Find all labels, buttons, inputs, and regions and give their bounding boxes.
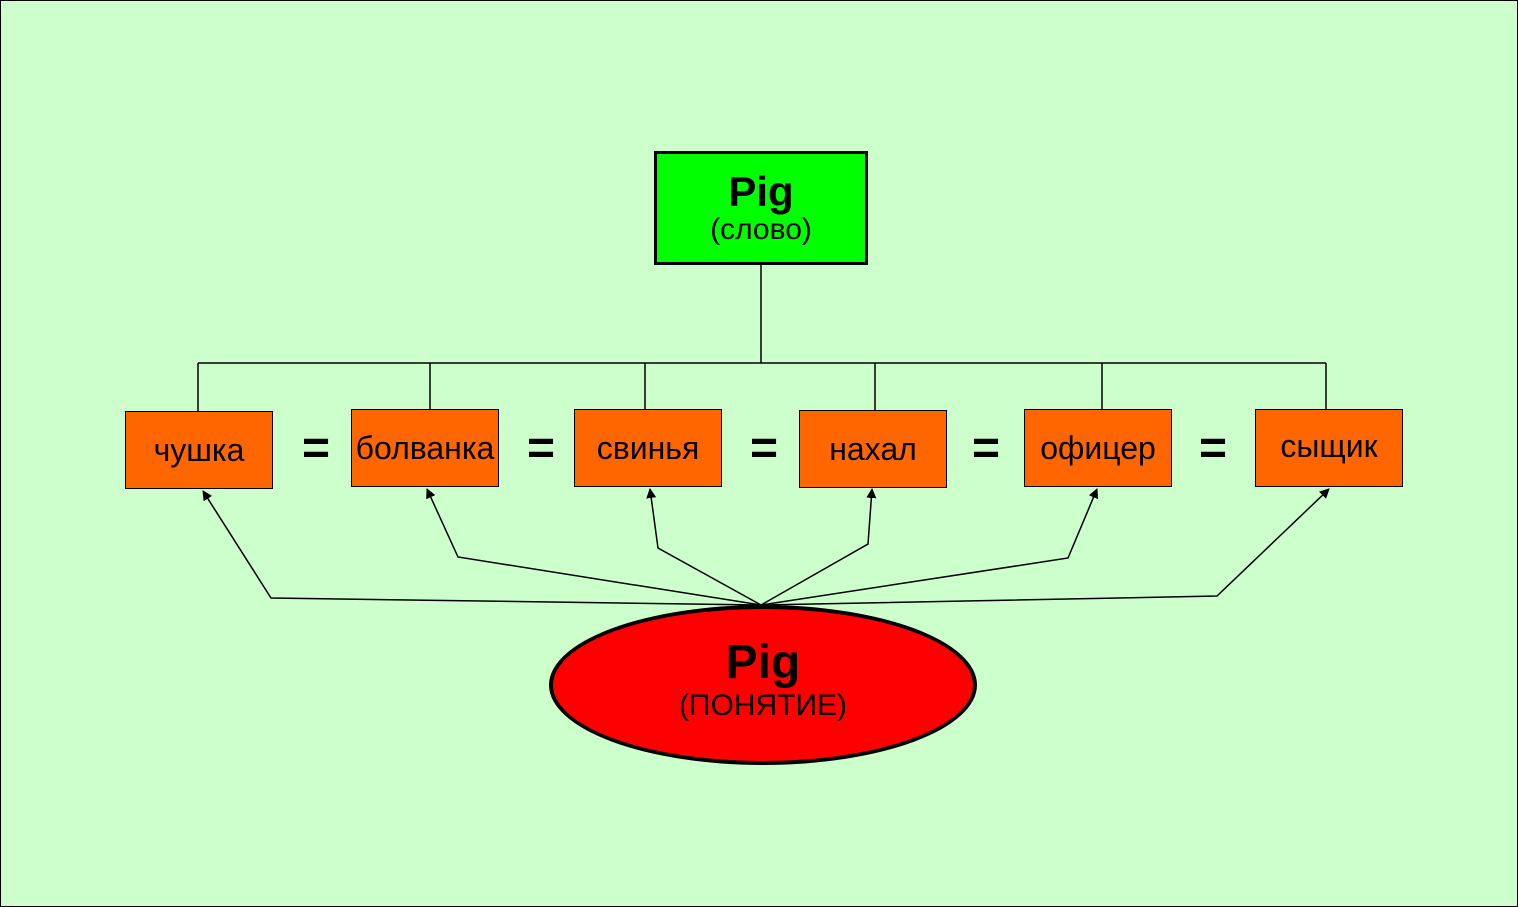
word-subtitle: (слово) [710, 213, 812, 246]
arrow-5 [760, 488, 1099, 606]
concept-title: Pig [725, 636, 801, 689]
meaning-box-2: болванка [351, 409, 499, 487]
meaning-box-5: офицер [1024, 409, 1172, 487]
word-title: Pig [728, 168, 794, 215]
arrow-3 [646, 488, 762, 606]
word-box: Pig (слово) [654, 151, 868, 265]
meaning-label-2: болванка [355, 429, 495, 466]
arrow-4 [760, 488, 877, 606]
meaning-label-6: сыщик [1280, 428, 1378, 464]
meaning-box-3: свинья [574, 409, 722, 487]
equals-sign-1: = [301, 422, 331, 475]
concept-ellipse: Pig (ПОНЯТИЕ) [549, 605, 977, 765]
arrow-1 [202, 490, 762, 606]
meaning-label-5: офицер [1040, 429, 1156, 466]
meaning-box-6: сыщик [1255, 409, 1403, 487]
equals-sign-3: = [749, 422, 779, 475]
equals-sign-5: = [1198, 422, 1228, 475]
meaning-label-4: нахал [829, 430, 917, 467]
concept-subtitle: (ПОНЯТИЕ) [678, 689, 848, 722]
meaning-label-3: свинья [596, 429, 700, 466]
arrow-2 [426, 488, 762, 606]
equals-sign-2: = [526, 422, 556, 475]
arrow-6 [760, 488, 1330, 606]
concept-arrows [202, 488, 1330, 606]
meaning-label-1: чушка [153, 431, 245, 468]
meaning-box-1: чушка [125, 411, 273, 489]
equals-sign-4: = [971, 422, 1001, 475]
meaning-box-4: нахал [799, 410, 947, 488]
tree-lines [197, 265, 1327, 411]
